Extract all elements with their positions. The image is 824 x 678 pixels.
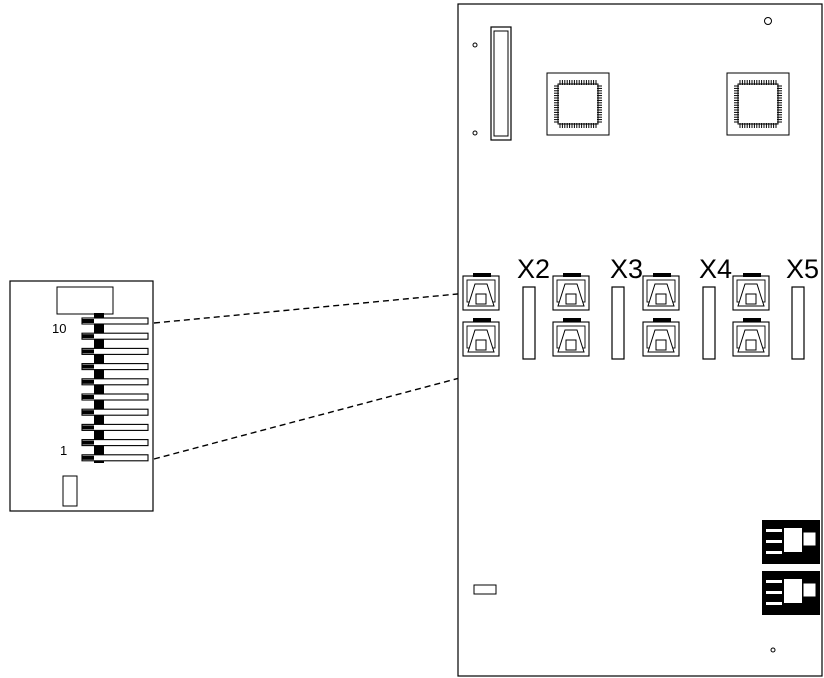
header-connector-inner	[493, 30, 509, 137]
qfp-chip	[726, 72, 790, 136]
component-bar	[563, 318, 581, 322]
connector-slot-x2	[522, 286, 536, 360]
component-array	[462, 273, 770, 357]
component-bar	[473, 273, 491, 277]
pin-pad-root	[82, 334, 94, 339]
edge-connector-slot	[766, 580, 782, 583]
pin-pad-root	[82, 319, 94, 323]
edge-connector	[762, 571, 820, 615]
connector-slot-x4	[702, 286, 716, 360]
detail-bottom-slot	[62, 475, 78, 507]
chip-die	[557, 83, 599, 125]
edge-connector-slot	[766, 602, 782, 605]
pin-pad-root	[82, 455, 94, 460]
component-core	[745, 293, 757, 305]
main-board: X2 X3 X4 X5	[457, 3, 823, 677]
mounting-hole	[472, 42, 478, 48]
qfp-chip	[546, 72, 610, 136]
pin-label-top: 10	[52, 321, 66, 336]
pin-pad-root	[82, 364, 94, 369]
connector-label-x3: X3	[610, 254, 643, 284]
pin-pad-root	[82, 379, 94, 384]
pin-pad-root	[82, 440, 94, 445]
connector-label-x4: X4	[699, 254, 732, 284]
mounting-hole	[764, 17, 772, 25]
edge-connector-window	[784, 528, 802, 552]
edge-connector-slot	[766, 591, 782, 594]
component-core	[565, 293, 577, 305]
connector-label-x2: X2	[517, 254, 550, 284]
component-core	[655, 293, 667, 305]
detail-top-block	[56, 286, 114, 315]
component-core	[475, 339, 487, 351]
callout-line-top	[153, 287, 521, 324]
edge-connector	[762, 520, 820, 564]
edge-connector-window	[784, 579, 802, 603]
component-core	[475, 293, 487, 305]
chip-die	[737, 83, 779, 125]
component-core	[655, 339, 667, 351]
mounting-hole	[770, 647, 776, 653]
component-core	[565, 339, 577, 351]
edge-connector-pad	[802, 531, 817, 547]
connector-slot-x5	[791, 286, 805, 360]
small-slot	[473, 584, 497, 595]
connector-slot-x3	[611, 286, 625, 360]
pin-pad-root	[82, 410, 94, 415]
edge-connector-slot	[766, 529, 782, 532]
component-bar	[653, 318, 671, 322]
component-bar	[473, 318, 491, 322]
pin-pad-root	[82, 349, 94, 354]
edge-connector-slot	[766, 551, 782, 554]
pin-pad-root	[82, 425, 94, 430]
pin-pad-root	[82, 395, 94, 399]
component-bar	[563, 273, 581, 277]
component-bar	[653, 273, 671, 277]
mounting-hole	[472, 130, 478, 136]
detail-pin-bar	[94, 313, 104, 463]
detail-pins	[81, 317, 149, 462]
pin-label-bottom: 1	[60, 443, 67, 458]
connector-label-x5: X5	[786, 254, 819, 284]
component-bar	[743, 318, 761, 322]
component-core	[745, 339, 757, 351]
edge-connector-pad	[802, 582, 817, 598]
edge-connector-slot	[766, 540, 782, 543]
component-bar	[743, 273, 761, 277]
detail-card: 10 1	[9, 280, 154, 512]
